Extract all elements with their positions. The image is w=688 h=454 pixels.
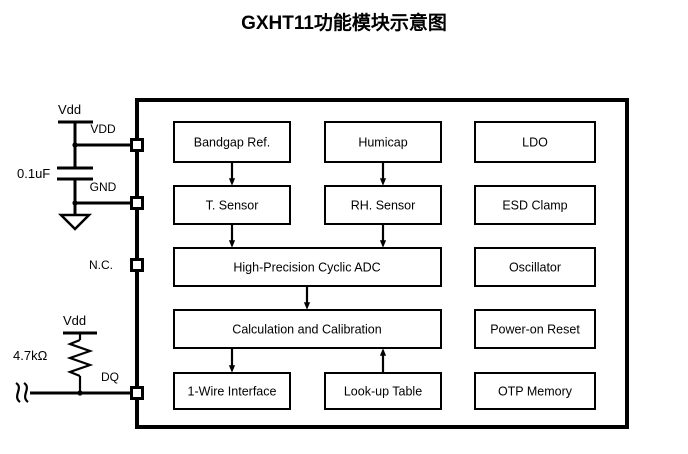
- block-label-t-sensor: T. Sensor: [206, 198, 259, 212]
- block-label-lookup-table: Look-up Table: [344, 384, 422, 398]
- block-oscillator: Oscillator: [474, 247, 596, 287]
- block-label-rh-sensor: RH. Sensor: [351, 198, 416, 212]
- pin-dq: DQ: [101, 370, 144, 400]
- page-title: GXHT11功能模块示意图: [241, 13, 447, 34]
- block-label-calc-calib: Calculation and Calibration: [232, 322, 381, 336]
- ground-triangle-icon: [57, 213, 93, 231]
- block-label-otp-memory: OTP Memory: [498, 384, 573, 398]
- block-otp-memory: OTP Memory: [474, 372, 596, 410]
- block-ldo: LDO: [474, 121, 596, 163]
- block-power-on-reset: Power-on Reset: [474, 309, 596, 349]
- block-label-one-wire: 1-Wire Interface: [188, 384, 277, 398]
- block-esd-clamp: ESD Clamp: [474, 185, 596, 225]
- pin-label-nc: N.C.: [89, 258, 113, 272]
- pin-vdd: VDD: [90, 122, 144, 152]
- block-one-wire: 1-Wire Interface: [173, 372, 291, 410]
- block-humicap: Humicap: [324, 121, 442, 163]
- pin-label-dq: DQ: [101, 370, 119, 384]
- wire-break-squiggle-icon: [15, 382, 21, 403]
- block-t-sensor: T. Sensor: [173, 185, 291, 225]
- dq-node-dot: [77, 390, 83, 396]
- resistor-zigzag-icon: [66, 338, 94, 378]
- block-label-oscillator: Oscillator: [509, 260, 561, 274]
- block-label-ldo: LDO: [522, 135, 548, 149]
- pin-square-dq: [130, 386, 144, 400]
- wire-break-squiggle-icon-2: [23, 382, 29, 403]
- block-label-humicap: Humicap: [358, 135, 407, 149]
- block-label-bandgap-ref: Bandgap Ref.: [194, 135, 270, 149]
- block-calc-calib: Calculation and Calibration: [173, 309, 442, 349]
- block-label-esd-clamp: ESD Clamp: [502, 198, 567, 212]
- block-bandgap-ref: Bandgap Ref.: [173, 121, 291, 163]
- pin-square-vdd: [130, 138, 144, 152]
- pin-gnd: GND: [90, 180, 144, 210]
- pin-label-vdd: VDD: [90, 122, 116, 136]
- pin-label-gnd: GND: [90, 180, 117, 194]
- block-adc: High-Precision Cyclic ADC: [173, 247, 442, 287]
- pin-square-gnd: [130, 196, 144, 210]
- block-rh-sensor: RH. Sensor: [324, 185, 442, 225]
- capacitor-label: 0.1uF: [17, 166, 50, 181]
- pin-nc: N.C.: [89, 258, 144, 272]
- resistor-label: 4.7kΩ: [13, 348, 48, 363]
- block-label-power-on-reset: Power-on Reset: [490, 322, 580, 336]
- pin-square-nc: [130, 258, 144, 272]
- block-label-adc: High-Precision Cyclic ADC: [233, 260, 380, 274]
- vdd-label-top: Vdd: [58, 102, 81, 117]
- block-lookup-table: Look-up Table: [324, 372, 442, 410]
- vdd-label-bottom: Vdd: [63, 313, 86, 328]
